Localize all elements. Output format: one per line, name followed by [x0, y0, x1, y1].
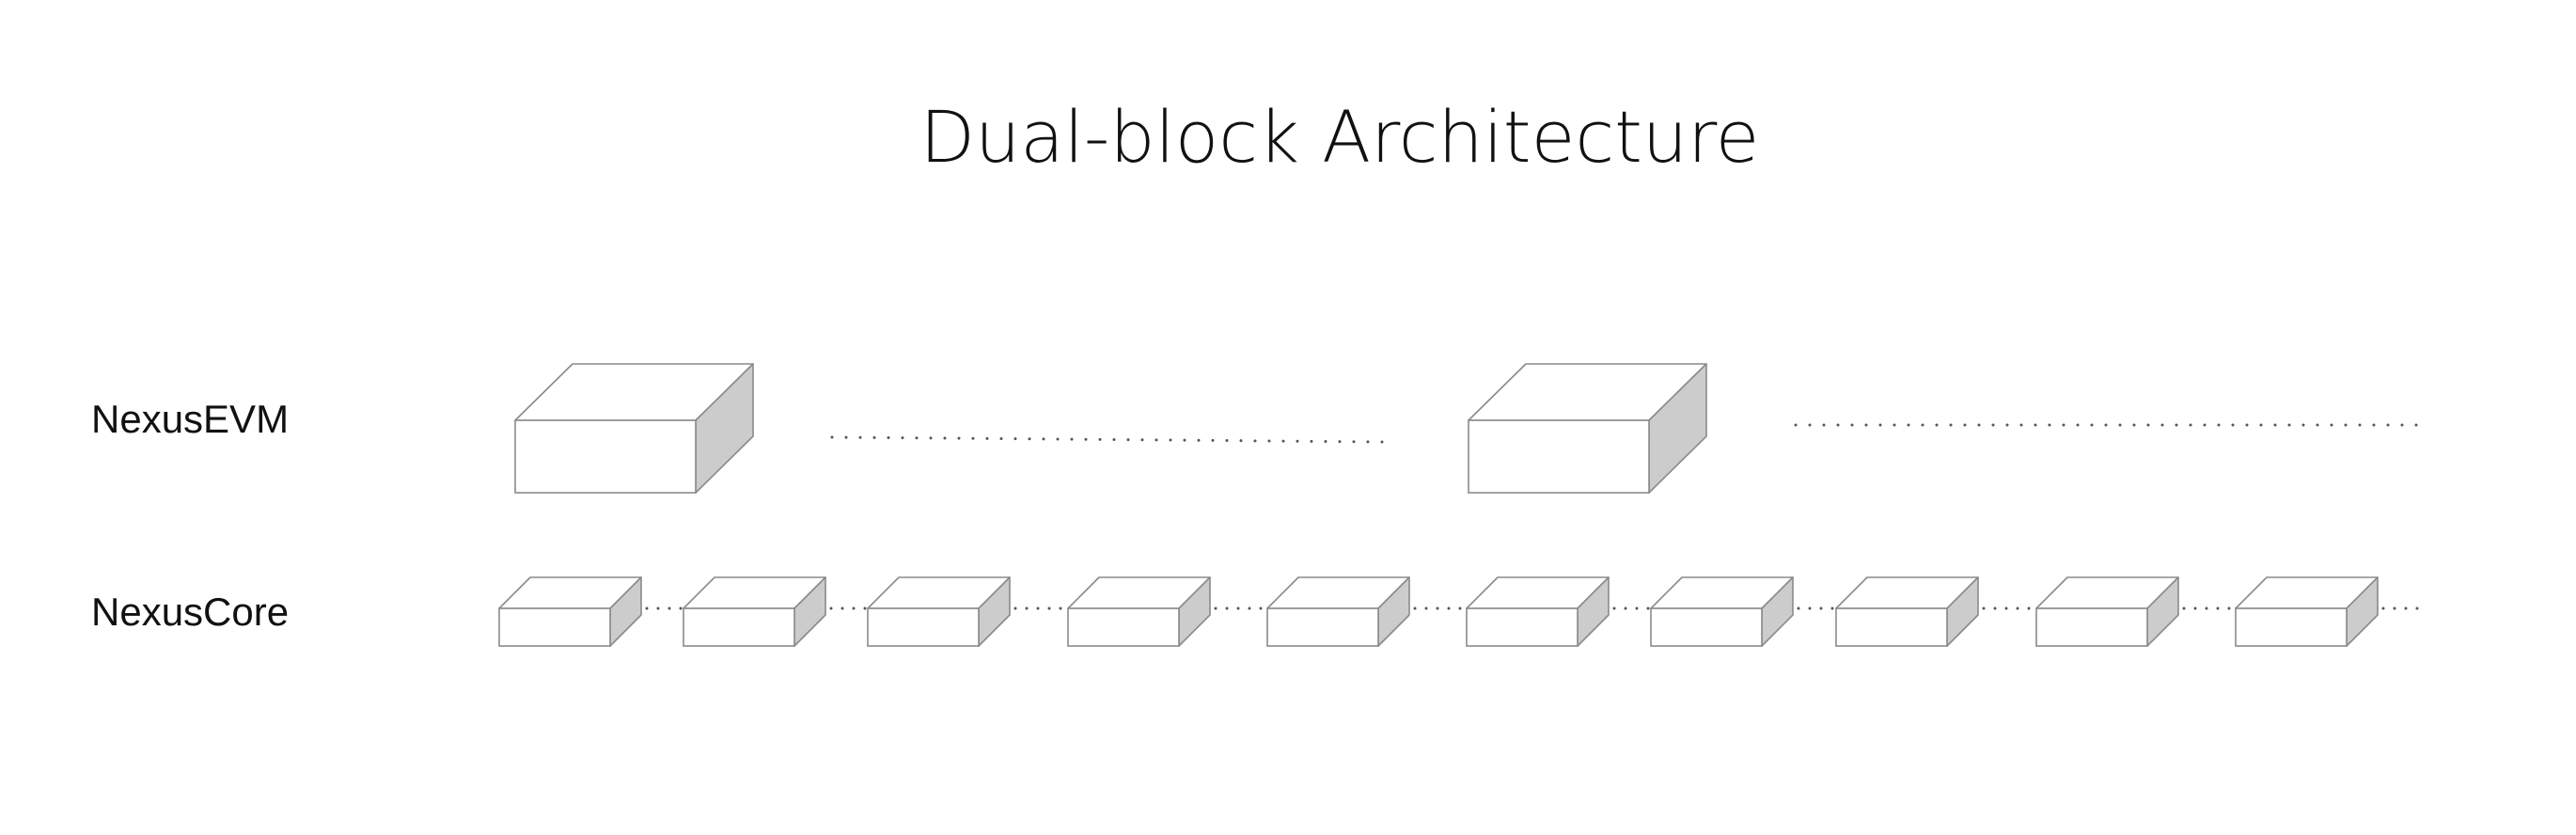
- nexuscore-block-7: [1650, 576, 1794, 647]
- nexuscore-block-8: [1835, 576, 1979, 647]
- nexuscore-block-9: [2035, 576, 2179, 647]
- nexusevm-chain: [514, 363, 2421, 494]
- nexuscore-block-1-front-face: [498, 607, 611, 647]
- nexusevm-block-2-front-face: [1468, 419, 1650, 494]
- nexuscore-block-8-front-face: [1835, 607, 1948, 647]
- row-label-nexuscore: NexusCore: [91, 590, 289, 634]
- nexuscore-block-2-front-face: [683, 607, 795, 647]
- nexuscore-block-6: [1466, 576, 1610, 647]
- nexusevm-connector-1: [830, 435, 1389, 444]
- nexuscore-block-3-front-face: [867, 607, 980, 647]
- nexusevm-block-2: [1468, 363, 1707, 494]
- nexuscore-block-10: [2235, 576, 2379, 647]
- nexuscore-block-9-front-face: [2035, 607, 2148, 647]
- nexusevm-block-1: [514, 363, 754, 494]
- row-label-nexusevm: NexusEVM: [91, 397, 289, 441]
- nexuscore-block-3: [867, 576, 1011, 647]
- nexuscore-block-5: [1266, 576, 1410, 647]
- nexuscore-block-7-front-face: [1650, 607, 1763, 647]
- nexuscore-block-4-front-face: [1067, 607, 1180, 647]
- nexusevm-block-1-front-face: [514, 419, 697, 494]
- nexuscore-block-5-front-face: [1266, 607, 1379, 647]
- diagram-title: Dual-block Architecture: [920, 95, 1760, 179]
- nexuscore-chain: [498, 576, 2421, 647]
- nexuscore-block-4: [1067, 576, 1211, 647]
- nexuscore-block-1: [498, 576, 642, 647]
- nexuscore-block-10-front-face: [2235, 607, 2348, 647]
- nexuscore-block-2: [683, 576, 826, 647]
- nexuscore-block-6-front-face: [1466, 607, 1579, 647]
